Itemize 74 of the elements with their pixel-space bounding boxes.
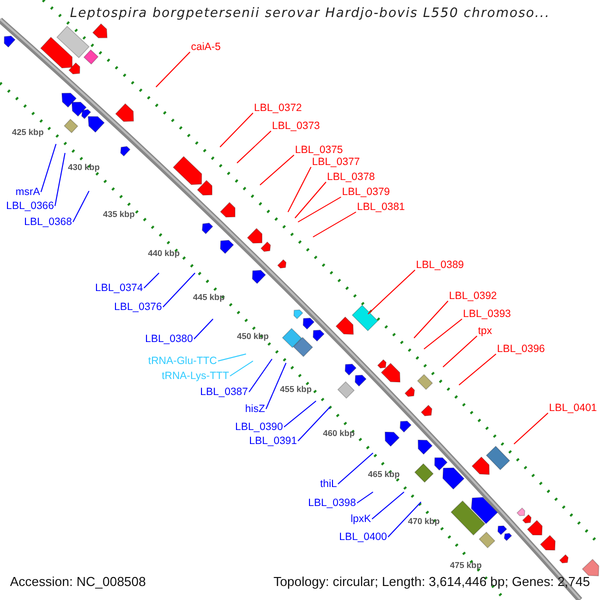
leader-line xyxy=(72,190,90,222)
leader-line xyxy=(312,212,356,238)
gene-label: hisZ xyxy=(245,403,265,415)
leader-line xyxy=(424,318,462,350)
gene-label: LBL_0387 xyxy=(200,386,248,398)
leader-line xyxy=(54,152,66,206)
gene-label: LBL_0398 xyxy=(308,497,356,509)
gene-label: LBL_0396 xyxy=(497,343,545,355)
leader-line xyxy=(514,412,548,444)
leader-line xyxy=(338,452,374,484)
position-tick-label: 455 kbp xyxy=(280,384,312,394)
leader-line xyxy=(284,400,316,428)
leader-line xyxy=(298,196,342,222)
gene-label: thiL xyxy=(320,478,337,490)
gene-label: LBL_0366 xyxy=(6,200,54,212)
leader-line xyxy=(162,272,196,308)
gene-label: LBL_0393 xyxy=(463,308,511,320)
position-tick-label: 430 kbp xyxy=(68,162,100,172)
leader-line xyxy=(144,272,160,288)
leader-line xyxy=(356,492,374,504)
position-tick-label: 470 kbp xyxy=(408,516,440,526)
position-tick-label: 465 kbp xyxy=(368,469,400,479)
leader-line xyxy=(260,154,294,186)
leader-line xyxy=(368,270,416,314)
gene-label: LBL_0378 xyxy=(327,171,375,183)
leader-line xyxy=(298,406,330,442)
gene-label: LBL_0374 xyxy=(95,282,143,294)
gene-label: LBL_0400 xyxy=(339,531,387,543)
map-info-text: Topology: circular; Length: 3,614,446 bp; Genes: 2,745 xyxy=(273,574,590,589)
position-tick-label: 440 kbp xyxy=(148,248,180,258)
gene-label: LBL_0381 xyxy=(357,201,405,213)
leader-line xyxy=(266,362,286,410)
leader-line xyxy=(288,166,312,212)
gene-label: LBL_0401 xyxy=(549,402,597,414)
position-tick-label: 460 kbp xyxy=(323,428,355,438)
leader-line xyxy=(248,358,272,392)
gene-label: tRNA-Lys-TTT xyxy=(162,370,229,382)
gene-label: tRNA-Glu-TTC xyxy=(148,355,217,367)
gene-label: LBL_0377 xyxy=(312,156,360,168)
leader-line xyxy=(372,492,404,520)
leader-line xyxy=(220,112,254,148)
gene-label: tpx xyxy=(478,325,492,337)
leader-line xyxy=(236,130,272,164)
leader-line xyxy=(388,502,422,538)
gene-label: caiA-5 xyxy=(191,41,221,53)
position-tick-label: 445 kbp xyxy=(193,292,225,302)
accession-text: Accession: NC_008508 xyxy=(10,574,146,589)
leader-line xyxy=(458,354,496,386)
leader-line xyxy=(294,182,326,218)
gene-label: LBL_0390 xyxy=(235,421,283,433)
gene-label: LBL_0389 xyxy=(416,259,464,271)
gene-label: LBL_0391 xyxy=(249,435,297,447)
gene-label: LBL_0379 xyxy=(342,186,390,198)
leader-line xyxy=(218,354,246,362)
gene-label: LBL_0372 xyxy=(254,102,302,114)
leader-line xyxy=(194,318,214,340)
position-tick-label: 475 kbp xyxy=(450,560,482,570)
position-tick-label: 435 kbp xyxy=(103,209,135,219)
leader-line xyxy=(414,300,448,338)
leader-line xyxy=(156,52,190,88)
gene-label: LBL_0380 xyxy=(145,333,193,345)
gene-label: LBL_0392 xyxy=(449,290,497,302)
gene-label: LBL_0376 xyxy=(114,301,162,313)
gene-label: LBL_0373 xyxy=(272,120,320,132)
leader-line xyxy=(40,144,56,192)
map-title: Leptospira borgpetersenii serovar Hardjo-bovis L550 chromoso... xyxy=(70,6,550,22)
position-tick-label: 425 kbp xyxy=(12,127,44,137)
leader-line xyxy=(230,360,254,376)
position-tick-label: 450 kbp xyxy=(237,331,269,341)
gene-label: lpxK xyxy=(350,513,371,525)
gene-label: LBL_0375 xyxy=(295,144,343,156)
gene-label: LBL_0368 xyxy=(24,216,72,228)
gene-label: msrA xyxy=(16,186,40,198)
leader-line xyxy=(442,336,478,368)
